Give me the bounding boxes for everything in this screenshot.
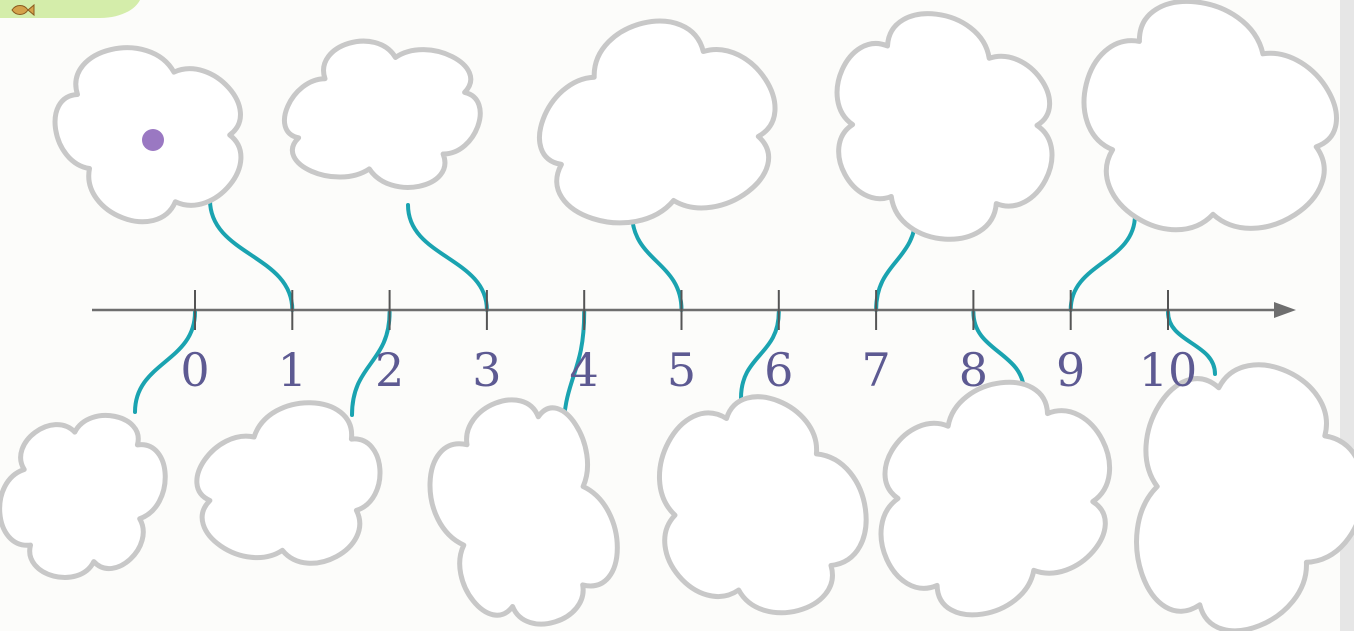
cloud-bottom-2[interactable] (197, 403, 380, 564)
connector-to-9 (1071, 215, 1135, 310)
tick-label-1: 1 (278, 343, 307, 397)
cloud-bottom-4[interactable] (430, 400, 617, 624)
tick-label-3: 3 (472, 343, 501, 397)
connector-to-3 (408, 205, 487, 310)
tick-label-4: 4 (570, 343, 599, 397)
cloud-top-7[interactable] (837, 14, 1052, 240)
tick-label-2: 2 (375, 343, 404, 397)
cloud-outline (430, 400, 617, 624)
tick-label-8: 8 (959, 343, 988, 397)
axis-arrowhead (1274, 302, 1296, 318)
tick-label-7: 7 (861, 343, 890, 397)
cloud-outline (284, 41, 480, 187)
cloud-top-9[interactable] (1084, 1, 1336, 229)
cloud-top-1[interactable] (55, 48, 241, 222)
connector-to-1 (210, 200, 292, 310)
cloud-top-5[interactable] (540, 21, 776, 223)
cloud-outline (197, 403, 380, 564)
cloud-bottom-0[interactable] (0, 415, 165, 577)
cloud-bottom-10[interactable] (1137, 365, 1354, 631)
corner-badge (0, 0, 140, 18)
tick-label-9: 9 (1056, 343, 1085, 397)
tick-label-10: 10 (1139, 343, 1198, 397)
tick-label-6: 6 (764, 343, 793, 397)
cloud-bottom-8[interactable] (881, 382, 1110, 615)
cloud-outline (837, 14, 1052, 240)
cloud-outline (1137, 365, 1354, 631)
marker-dot (142, 129, 164, 151)
cloud-bottom-6[interactable] (659, 397, 866, 613)
cloud-top-3[interactable] (284, 41, 480, 187)
cloud-outline (0, 415, 165, 577)
cloud-outline (540, 21, 776, 223)
connector-to-5 (632, 213, 682, 310)
number-line: 0 1 2 3 4 5 6 7 8 9 10 (92, 290, 1296, 397)
cloud-outline (659, 397, 866, 613)
cloud-outline (881, 382, 1110, 615)
cloud-outline (1084, 1, 1336, 229)
tick-label-5: 5 (667, 343, 696, 397)
tick-label-0: 0 (180, 343, 209, 397)
